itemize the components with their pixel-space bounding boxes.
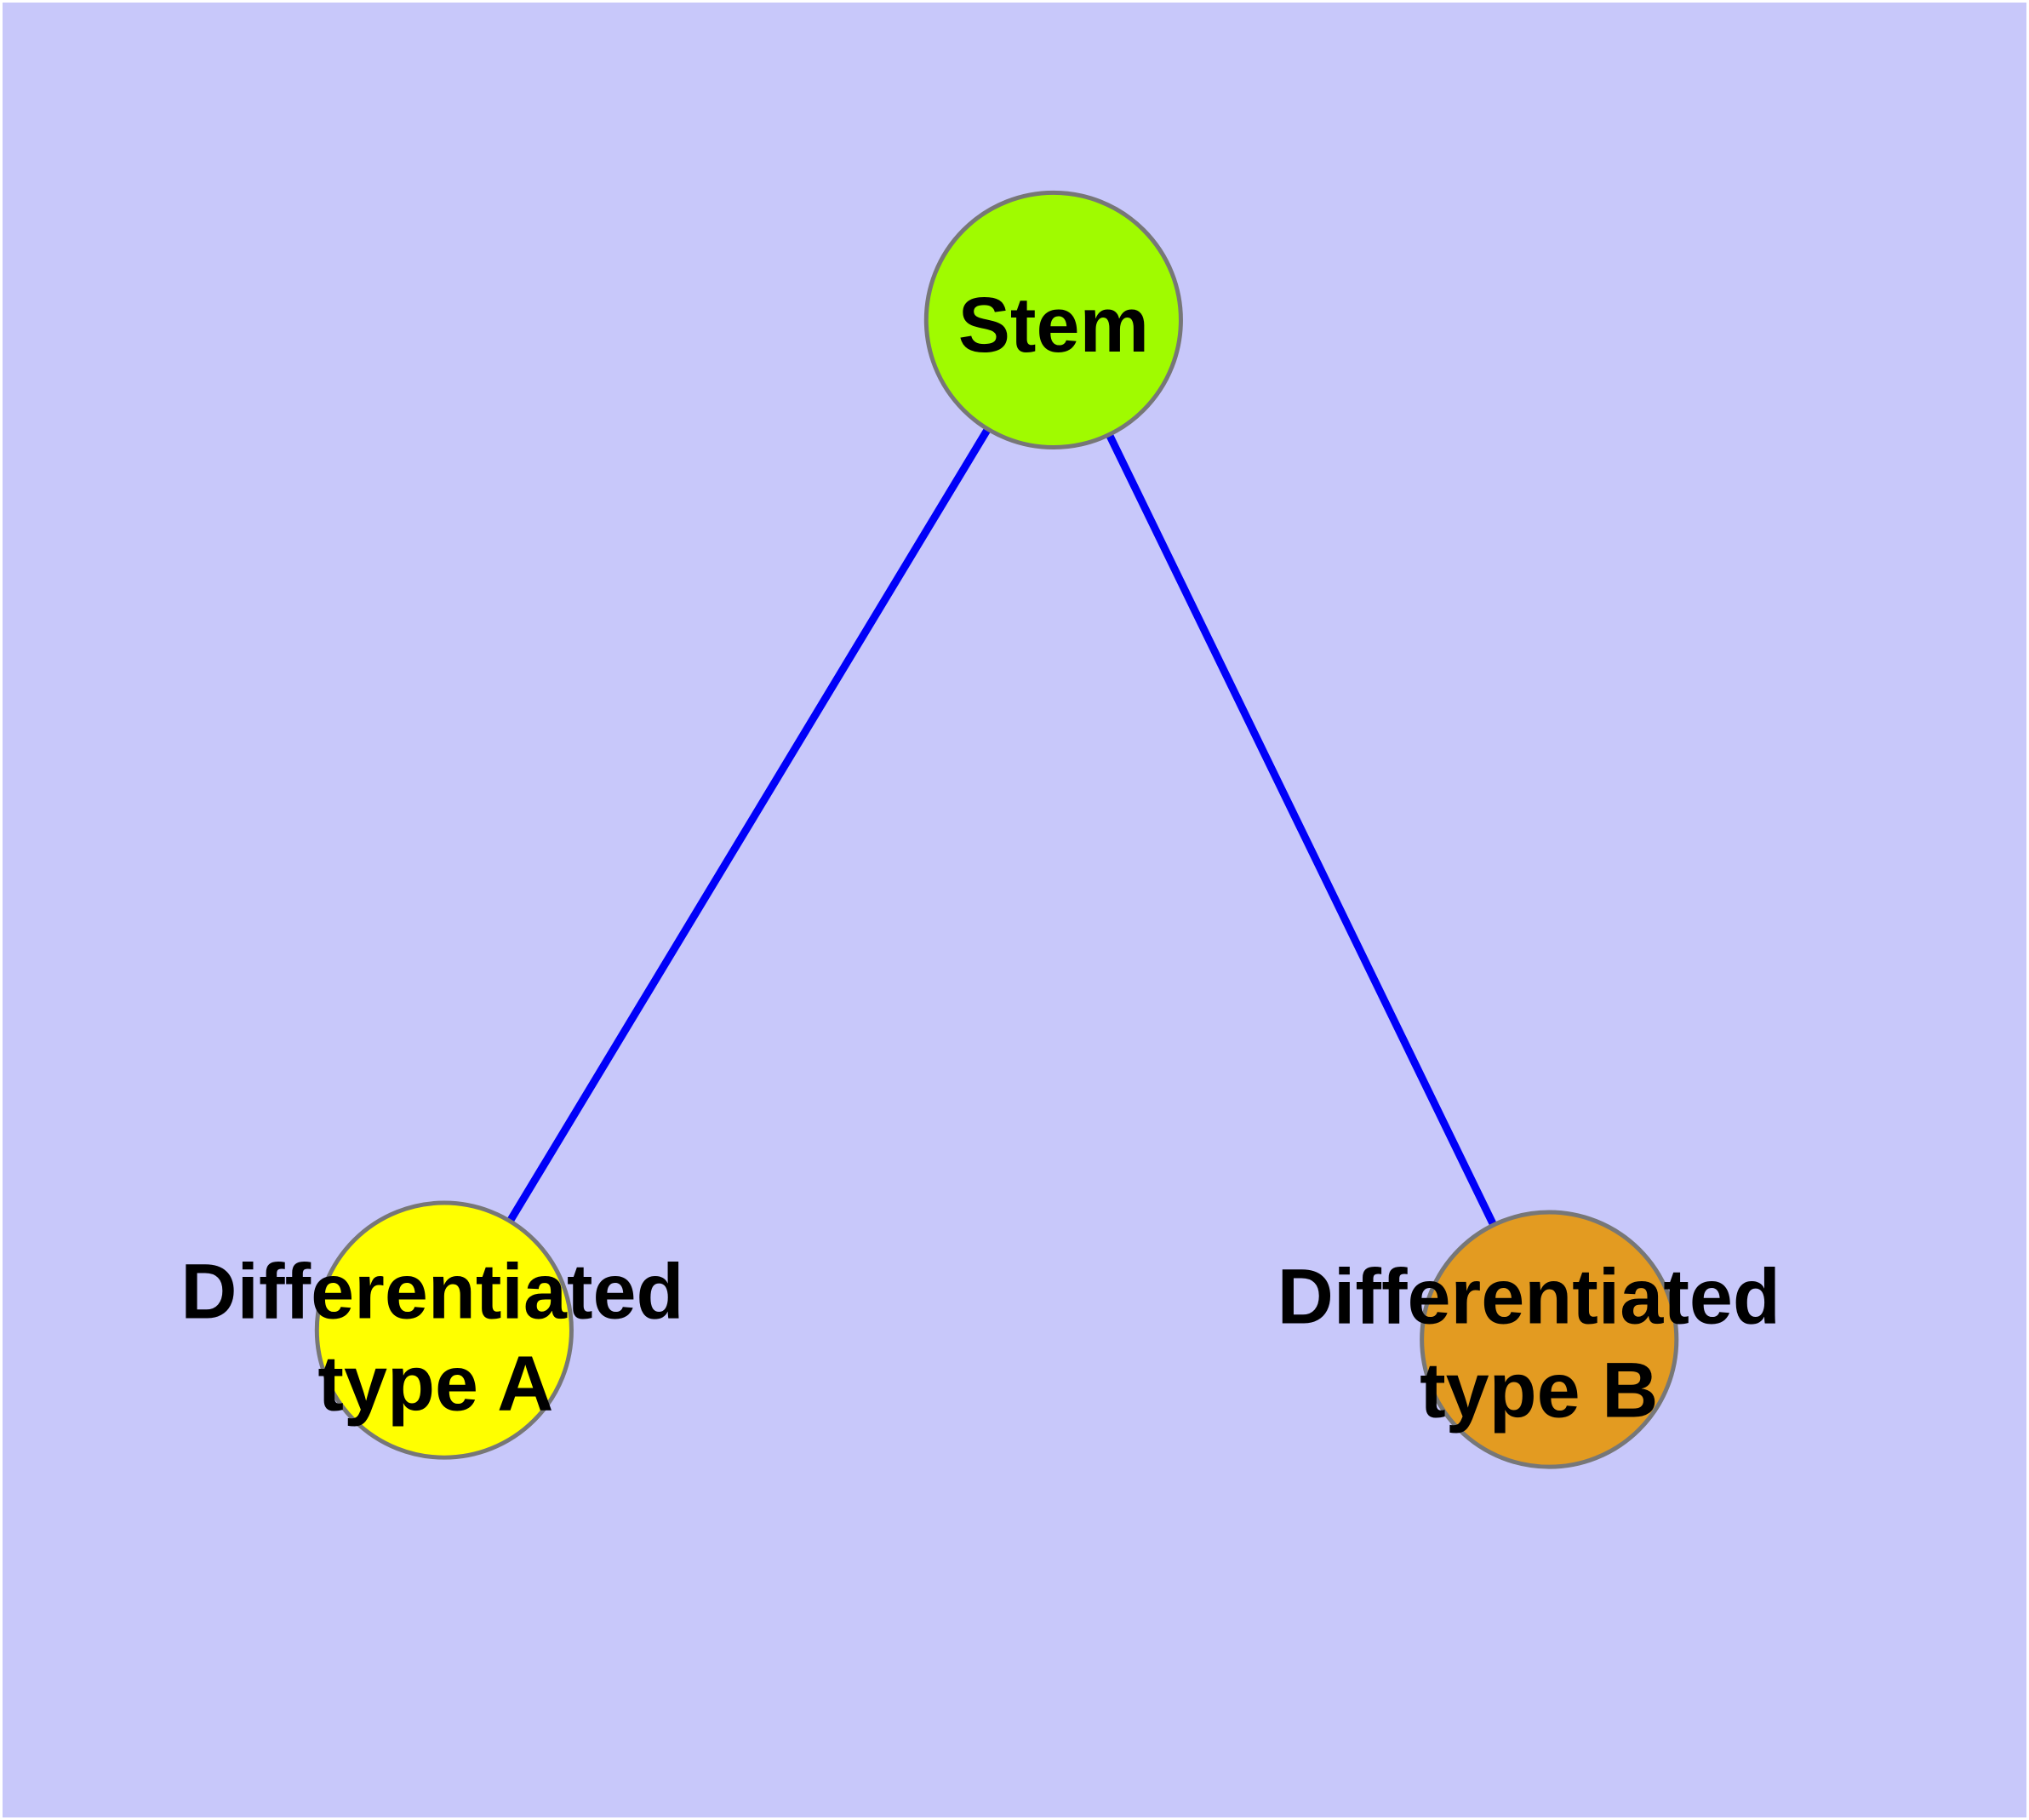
stem-node-label: Stem (958, 282, 1149, 369)
differentiated-type-a-node (314, 1200, 574, 1460)
differentiated-type-b-node (1420, 1210, 1679, 1469)
stem-node (923, 190, 1183, 450)
differentiated-type-a-label-line1: Differentiated (180, 1249, 683, 1336)
edge-stem-to-type-a (440, 316, 1058, 1335)
stem-differentiation-diagram: Stem Differentiated type A Differentiate… (180, 190, 1780, 1469)
differentiated-type-b-label-line1: Differentiated (1277, 1254, 1780, 1341)
differentiated-type-a-label-line2: type A (317, 1340, 553, 1427)
differentiated-type-b-label-line2: type B (1420, 1347, 1658, 1434)
edge-stem-to-type-b (1049, 316, 1553, 1344)
